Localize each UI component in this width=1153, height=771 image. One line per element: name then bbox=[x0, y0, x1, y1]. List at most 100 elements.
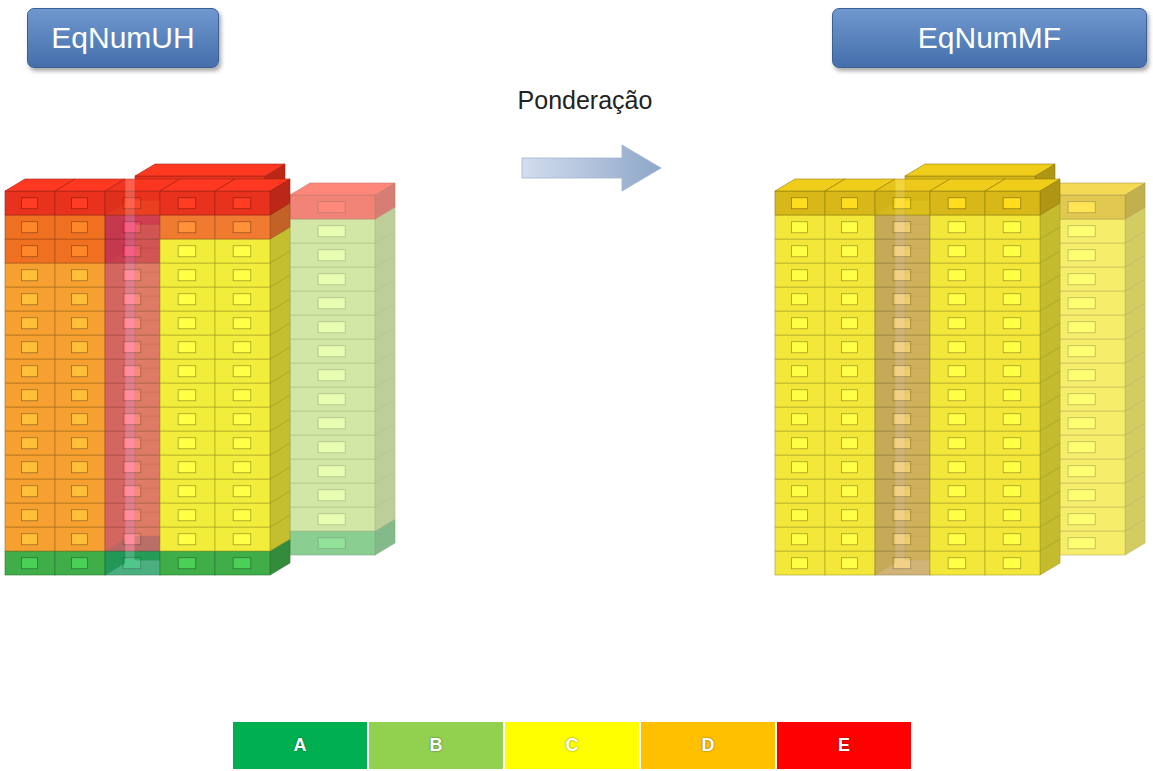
window bbox=[178, 462, 196, 473]
window bbox=[1003, 510, 1021, 521]
floor-face bbox=[105, 527, 160, 551]
floor-face bbox=[290, 387, 375, 411]
window bbox=[948, 510, 966, 521]
window bbox=[178, 390, 196, 401]
window bbox=[22, 414, 38, 425]
floor-face bbox=[290, 459, 375, 483]
floor-face bbox=[825, 263, 875, 287]
step-label: Ponderação bbox=[518, 86, 653, 115]
floor-face bbox=[775, 239, 825, 263]
window bbox=[72, 342, 88, 353]
window bbox=[893, 342, 911, 353]
window bbox=[792, 462, 808, 473]
floor-face bbox=[55, 527, 105, 551]
window bbox=[72, 246, 88, 257]
window bbox=[1068, 538, 1095, 549]
window bbox=[893, 318, 911, 329]
floor-face bbox=[290, 267, 375, 291]
window bbox=[318, 514, 345, 525]
floor-face bbox=[105, 287, 160, 311]
tower bbox=[985, 179, 1060, 575]
title-box: EqNumUH bbox=[27, 8, 219, 68]
floor-face bbox=[215, 335, 270, 359]
window bbox=[1068, 370, 1095, 381]
window bbox=[123, 438, 141, 449]
floor-face bbox=[775, 527, 825, 551]
window bbox=[893, 198, 911, 209]
window bbox=[792, 438, 808, 449]
floor-face bbox=[160, 335, 215, 359]
window bbox=[1003, 366, 1021, 377]
window bbox=[893, 390, 911, 401]
floor-face bbox=[290, 339, 375, 363]
class-letter: B bbox=[430, 735, 443, 756]
window bbox=[1003, 342, 1021, 353]
floor-face bbox=[775, 287, 825, 311]
floor-face bbox=[55, 407, 105, 431]
window bbox=[842, 534, 858, 545]
floor-face bbox=[290, 315, 375, 339]
class-letter: D bbox=[702, 735, 715, 756]
window bbox=[233, 558, 251, 569]
floor-face bbox=[105, 263, 160, 287]
window bbox=[318, 202, 345, 213]
floor-face bbox=[930, 551, 985, 575]
floor-face bbox=[105, 431, 160, 455]
window bbox=[233, 390, 251, 401]
floor-face bbox=[825, 335, 875, 359]
floor-face bbox=[5, 431, 55, 455]
window bbox=[1068, 466, 1095, 477]
floor-face bbox=[930, 407, 985, 431]
floor-face bbox=[160, 527, 215, 551]
floor-face bbox=[55, 455, 105, 479]
class-swatch: B bbox=[369, 722, 503, 769]
floor-face bbox=[55, 287, 105, 311]
floor-face bbox=[875, 215, 930, 239]
window bbox=[1003, 270, 1021, 281]
floor-face bbox=[290, 291, 375, 315]
floor-face bbox=[105, 359, 160, 383]
window bbox=[178, 198, 196, 209]
window bbox=[178, 366, 196, 377]
window bbox=[1003, 294, 1021, 305]
window bbox=[123, 246, 141, 257]
floor-face bbox=[825, 503, 875, 527]
floor-face bbox=[5, 407, 55, 431]
window bbox=[318, 274, 345, 285]
floor-face bbox=[875, 263, 930, 287]
floor-face bbox=[825, 311, 875, 335]
floor-face bbox=[55, 359, 105, 383]
floor-face bbox=[985, 479, 1040, 503]
floor-face bbox=[985, 287, 1040, 311]
tower bbox=[290, 183, 395, 555]
floor-face bbox=[290, 411, 375, 435]
floor-face bbox=[875, 239, 930, 263]
floor-face bbox=[985, 383, 1040, 407]
floor-face bbox=[55, 503, 105, 527]
window bbox=[842, 486, 858, 497]
window bbox=[948, 366, 966, 377]
floor-face bbox=[5, 335, 55, 359]
window bbox=[842, 198, 858, 209]
floor-face bbox=[160, 551, 215, 575]
window bbox=[178, 294, 196, 305]
window bbox=[178, 414, 196, 425]
window bbox=[318, 370, 345, 381]
floor-face bbox=[290, 243, 375, 267]
floor-face bbox=[5, 263, 55, 287]
window bbox=[893, 270, 911, 281]
floor-face bbox=[215, 215, 270, 239]
window bbox=[842, 270, 858, 281]
floor-face bbox=[160, 287, 215, 311]
window bbox=[22, 390, 38, 401]
window bbox=[948, 414, 966, 425]
window bbox=[123, 534, 141, 545]
window bbox=[123, 198, 141, 209]
box-title: EqNumMF bbox=[918, 21, 1061, 55]
window bbox=[22, 318, 38, 329]
window bbox=[178, 438, 196, 449]
class-swatch: E bbox=[777, 722, 911, 769]
floor-face bbox=[775, 551, 825, 575]
floor-face bbox=[775, 431, 825, 455]
window bbox=[1003, 534, 1021, 545]
